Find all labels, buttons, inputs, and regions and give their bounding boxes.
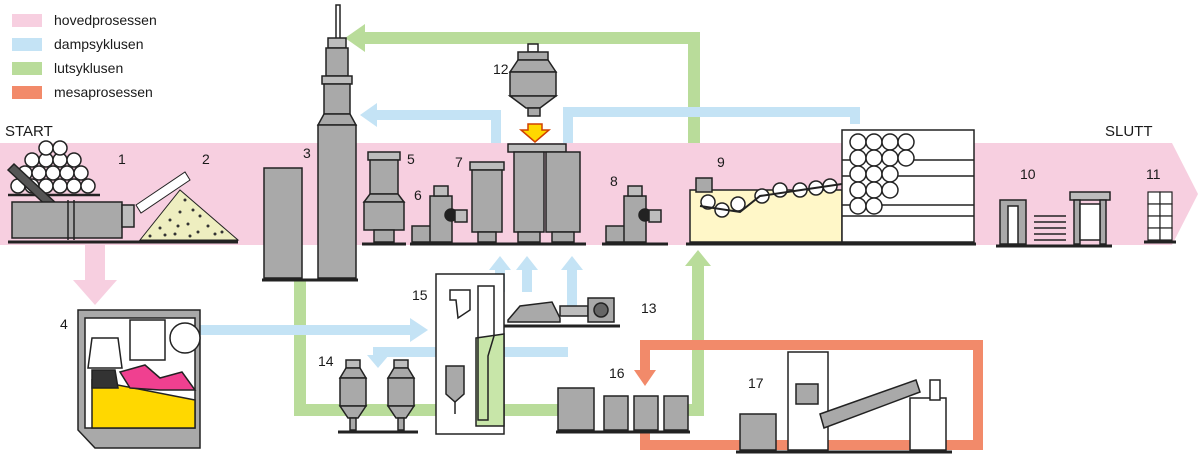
step-11-label: 11 (1146, 166, 1161, 182)
step-13-label: 13 (641, 300, 657, 316)
step-5-tank (362, 151, 406, 246)
step-9-label: 9 (717, 154, 725, 170)
steam-arrowhead-to-15 (410, 318, 428, 342)
steam-arrowhead-up-2 (516, 256, 538, 270)
step-7-label: 7 (455, 154, 463, 170)
legend-label: lutsyklusen (54, 60, 124, 76)
step-16-tanks (556, 387, 690, 434)
step-14-tanks (338, 359, 418, 434)
step-2-chip-pile (135, 171, 240, 244)
step-5-label: 5 (407, 151, 415, 167)
step-17-lime-kiln (736, 351, 952, 454)
start-label: START (5, 123, 53, 140)
step-10-baling (996, 191, 1112, 248)
step-15-evaporator (435, 273, 505, 435)
step-13-turbine (504, 297, 620, 328)
liquor-arrowhead-right (685, 250, 711, 266)
step-9-paper-machine (686, 129, 976, 246)
legend: hovedprosessen dampsyklusen lutsyklusen … (12, 8, 157, 104)
step-14-label: 14 (318, 353, 334, 369)
step-8-label: 8 (610, 173, 618, 189)
steam-arrowhead-up-1 (489, 256, 511, 270)
liquor-arrowhead-top (345, 24, 365, 52)
legend-label: mesaprosessen (54, 84, 153, 100)
step-7-columns (468, 143, 586, 246)
step-4-label: 4 (60, 316, 68, 332)
step-12-hopper (507, 43, 559, 117)
step-6-washer (410, 185, 470, 246)
legend-swatch (12, 13, 42, 27)
step-2-label: 2 (202, 151, 210, 167)
step-1-debarker (6, 140, 140, 244)
steam-arrowhead-down-14 (367, 355, 389, 368)
step-11-bales (1144, 191, 1176, 244)
legend-swatch (12, 37, 42, 51)
step-4-recovery-boiler (77, 309, 201, 449)
step-8-washer (602, 185, 668, 246)
legend-item-liquor: lutsyklusen (12, 56, 157, 80)
legend-swatch (12, 61, 42, 75)
step-15-label: 15 (412, 287, 428, 303)
legend-swatch (12, 85, 42, 99)
end-label: SLUTT (1105, 123, 1153, 140)
step-16-label: 16 (609, 365, 625, 381)
step-12-label: 12 (493, 61, 509, 77)
legend-label: hovedprosessen (54, 12, 157, 28)
step-6-label: 6 (414, 187, 422, 203)
step-1-label: 1 (118, 151, 126, 167)
legend-label: dampsyklusen (54, 36, 144, 52)
mesa-arrowhead (634, 370, 656, 386)
hopper-feed-arrow (518, 123, 552, 143)
main-branch-to-4 (85, 245, 105, 280)
legend-item-steam: dampsyklusen (12, 32, 157, 56)
steam-arrowhead-left (360, 103, 377, 127)
steam-arrowhead-up-3 (561, 256, 583, 270)
step-10-label: 10 (1020, 166, 1036, 182)
main-branch-arrowhead (73, 280, 117, 305)
legend-item-main: hovedprosessen (12, 8, 157, 32)
step-3-digester (262, 4, 358, 282)
legend-item-mesa: mesaprosessen (12, 80, 157, 104)
step-17-label: 17 (748, 375, 764, 391)
step-3-label: 3 (303, 145, 311, 161)
mesa-cycle (640, 340, 983, 450)
